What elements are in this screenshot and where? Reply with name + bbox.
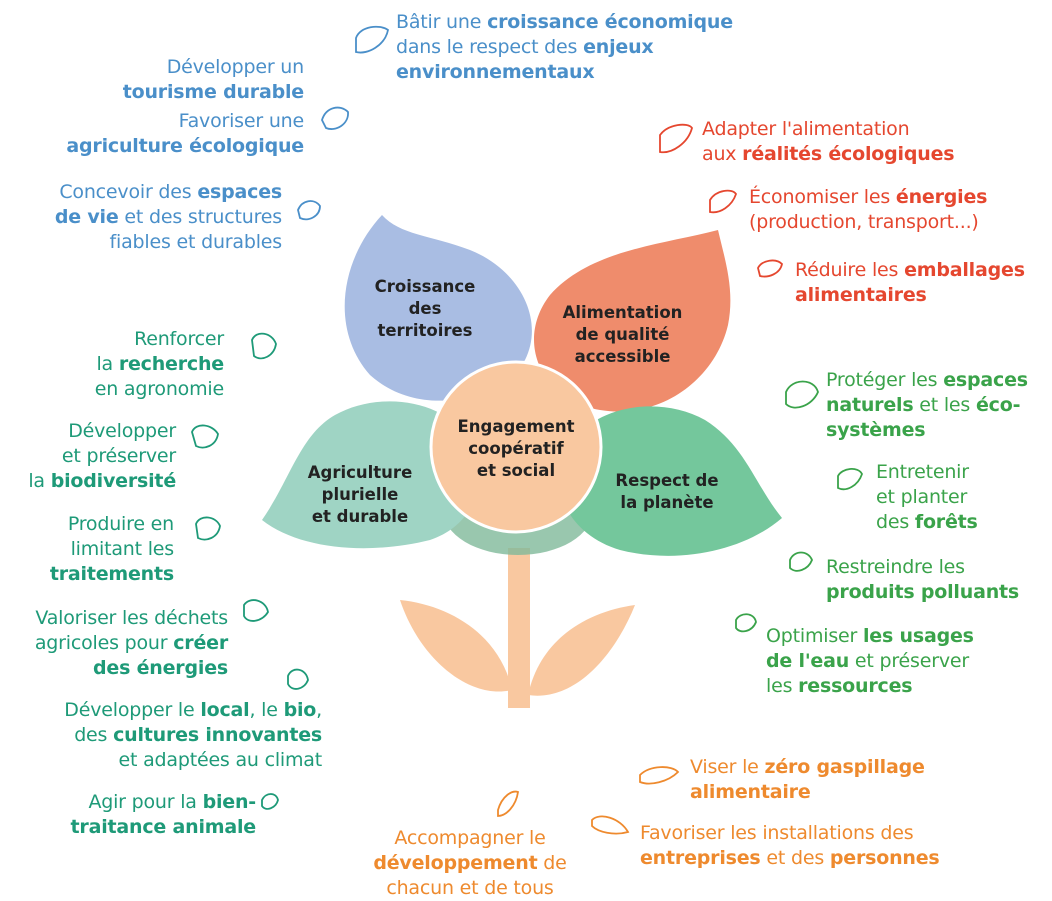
item-usages-eau: Optimiser les usages de l'eau et préserv…: [766, 625, 974, 697]
stem-leaf-right: [528, 605, 635, 696]
petal-line: des: [408, 299, 442, 318]
flower-center: [429, 360, 603, 534]
petal-label-agriculture: Agriculture plurielle et durable: [296, 462, 424, 528]
item-energies: Économiser les énergies (production, tra…: [749, 186, 988, 233]
petal-alimentation: [534, 230, 731, 412]
item-tourisme-durable: Développer un tourisme durable: [122, 56, 304, 103]
petal-line: Agriculture: [307, 463, 413, 482]
petal-line: accessible: [574, 347, 671, 366]
item-developpement: Accompagner le développement de chacun e…: [373, 827, 567, 899]
item-biodiversite: Développer et préserver la biodiversité: [28, 420, 176, 492]
stem-leaf-left: [400, 600, 512, 692]
item-croissance-economique: Bâtir une croissance économique dans le …: [396, 11, 733, 83]
stem: [508, 548, 530, 708]
item-recherche: Renforcer la recherche en agronomie: [94, 328, 224, 400]
petal-line: la planète: [620, 493, 714, 512]
item-espaces-naturels: Protéger les espaces naturels et les éco…: [826, 369, 1028, 441]
item-realites-ecologiques: Adapter l'alimentation aux réalités écol…: [702, 118, 955, 165]
petal-line: de qualité: [575, 325, 670, 344]
item-zero-gaspillage: Viser le zéro gaspillage alimentaire: [690, 756, 925, 803]
item-bientraitance-animale: Agir pour la bien- traitance animale: [70, 791, 257, 838]
petal-label-croissance: Croissance des territoires: [370, 276, 480, 342]
petal-line: et social: [476, 461, 556, 480]
item-forets: Entretenir et planter des forêts: [876, 461, 978, 533]
petal-line: coopératif: [468, 439, 564, 458]
item-agriculture-ecologique: Favoriser une agriculture écologique: [66, 110, 304, 157]
petal-respect: [560, 406, 782, 556]
item-espaces-de-vie: Concevoir des espaces de vie et des stru…: [54, 181, 282, 253]
item-local-bio: Développer le local, le bio, des culture…: [64, 699, 322, 771]
petal-agriculture: [262, 401, 479, 549]
petal-line: territoires: [377, 321, 473, 340]
petal-line: et durable: [311, 507, 409, 526]
item-emballages: Réduire les emballages alimentaires: [795, 259, 1025, 306]
center-label-engagement: Engagement coopératif et social: [446, 416, 586, 482]
petal-label-alimentation: Alimentation de qualité accessible: [555, 302, 690, 368]
petal-line: Respect de: [615, 471, 719, 490]
petal-line: Engagement: [457, 417, 575, 436]
item-installations: Favoriser les installations des entrepri…: [640, 822, 940, 869]
petal-line: Croissance: [374, 277, 476, 296]
petal-line: plurielle: [321, 485, 399, 504]
item-produits-polluants: Restreindre les produits polluants: [826, 556, 1020, 603]
petal-line: Alimentation: [562, 303, 683, 322]
petal-label-respect: Respect de la planète: [608, 470, 726, 514]
petal-croissance: [344, 215, 532, 401]
item-dechets-agricoles: Valoriser les déchets agricoles pour cré…: [34, 607, 228, 679]
item-traitements: Produire en limitant les traitements: [49, 513, 174, 585]
